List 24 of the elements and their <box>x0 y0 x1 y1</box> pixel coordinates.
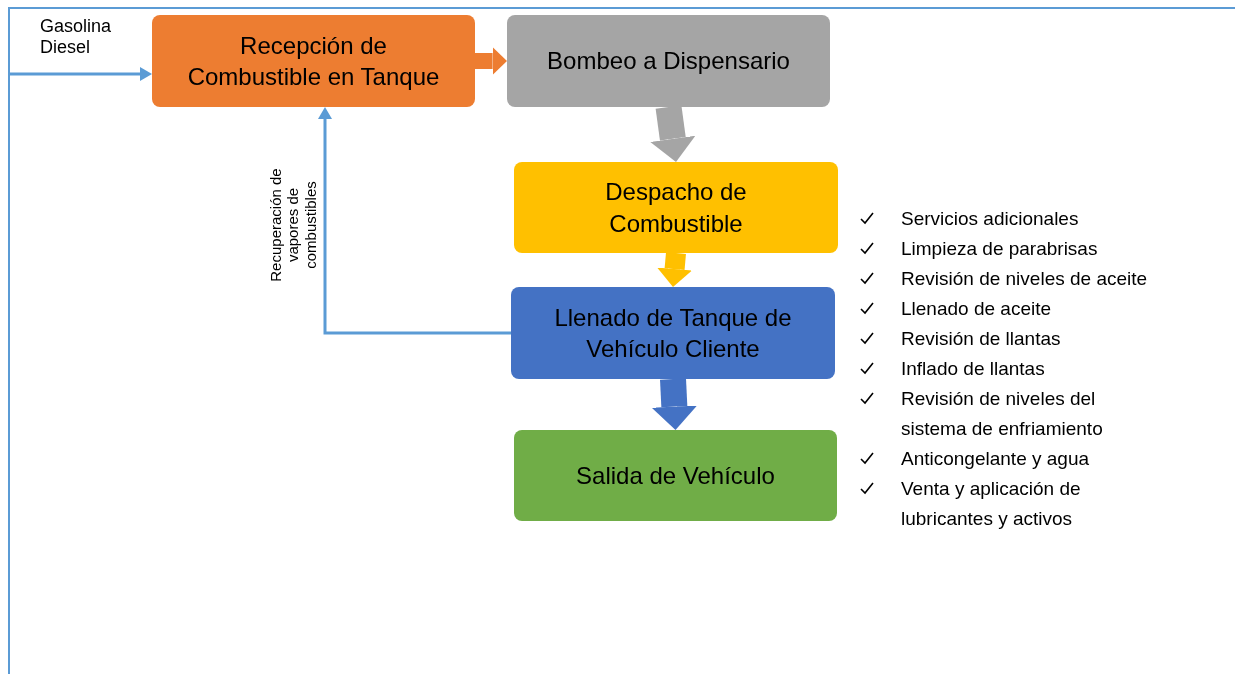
service-item: Revisión de llantas <box>901 327 1062 351</box>
arrow <box>10 67 152 81</box>
service-item: Servicios adicionales <box>901 207 1080 231</box>
process-box <box>152 15 475 107</box>
block-arrow <box>651 378 698 430</box>
service-item: Venta y aplicación de lubricantes y activos <box>901 477 1082 531</box>
process-box <box>514 430 837 521</box>
service-item: Revisión de niveles de aceite <box>901 267 1149 291</box>
service-item: Anticongelante y agua <box>901 447 1091 471</box>
service-item: Llenado de aceite <box>901 297 1052 321</box>
block-arrow <box>657 252 692 287</box>
process-box <box>511 287 835 379</box>
arrow <box>318 107 511 335</box>
process-box <box>507 15 830 107</box>
process-box <box>514 162 838 253</box>
service-item: Limpieza de parabrisas <box>901 237 1099 261</box>
service-item: Revisión de niveles del sistema de enfriamiento <box>901 387 1104 441</box>
box-text: Bombeo a Dispensario <box>547 46 790 77</box>
block-arrow <box>475 47 507 75</box>
box-text: Despacho de Combustible <box>604 177 748 239</box>
service-item: Inflado de llantas <box>901 357 1046 381</box>
box-text: Recepción de Combustible en Tanque <box>186 30 441 92</box>
box-text: Llenado de Tanque de Vehículo Cliente <box>553 302 793 364</box>
box-text: Salida de Vehículo <box>576 460 775 491</box>
